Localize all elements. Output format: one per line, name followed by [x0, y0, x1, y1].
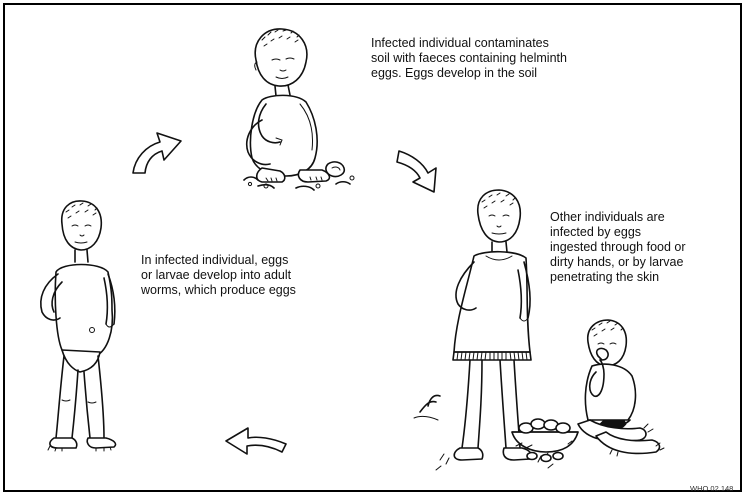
- seated-child-figure: [578, 320, 664, 456]
- caption-infection: Other individuals are infected by eggs i…: [550, 210, 730, 285]
- cycle-arrow-up-right: [133, 133, 181, 173]
- infected-child-figure: [41, 201, 116, 451]
- caption-contamination: Infected individual contaminates soil wi…: [371, 36, 591, 81]
- figure-credit: WHO 02.148: [690, 484, 733, 493]
- caption-development: In infected individual, eggs or larvae d…: [141, 253, 351, 298]
- cycle-arrow-down-right: [397, 151, 436, 192]
- cycle-arrow-left: [226, 428, 286, 454]
- squatting-child-figure: [244, 29, 354, 190]
